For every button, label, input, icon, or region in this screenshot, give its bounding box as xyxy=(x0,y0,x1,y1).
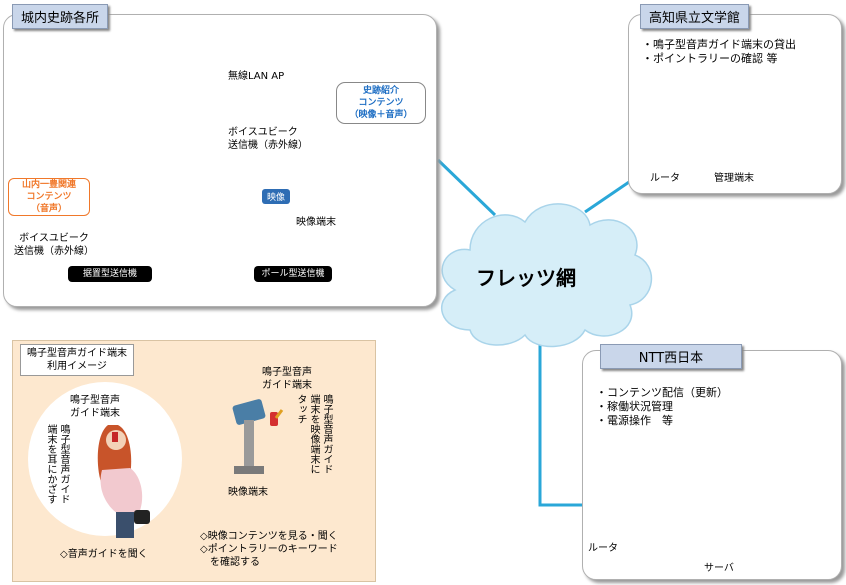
right-terminal-label: 映像端末 xyxy=(228,486,268,499)
right-vertical-text: 鳴子型音声ガイド 端末を映像端末に タッチ xyxy=(294,394,333,484)
right-caption-line2: ◇ポイントラリーのキーワード xyxy=(200,543,338,556)
right-vertical-line2: 端末を映像端末に xyxy=(308,394,319,474)
left-device-line1: 鳴子型音声 xyxy=(70,394,120,407)
right-device-line1: 鳴子型音声 xyxy=(262,366,312,379)
left-vertical-line2: 端末を耳にかざす xyxy=(45,424,56,504)
right-device-label: 鳴子型音声 ガイド端末 xyxy=(262,366,312,392)
left-caption: ◇音声ガイドを聞く xyxy=(60,548,148,561)
right-device-line2: ガイド端末 xyxy=(262,379,312,392)
woman-listening-icon xyxy=(98,425,150,538)
right-vertical-line3: タッチ xyxy=(295,394,306,424)
left-device-line2: ガイド端末 xyxy=(70,407,120,420)
right-caption-line3: を確認する xyxy=(200,556,338,569)
left-vertical-text: 鳴子型音声ガイド 端末を耳にかざす xyxy=(44,424,70,504)
left-vertical-line1: 鳴子型音声ガイド xyxy=(58,424,69,504)
left-device-label: 鳴子型音声 ガイド端末 xyxy=(70,394,120,420)
right-caption: ◇映像コンテンツを見る・聞く ◇ポイントラリーのキーワード を確認する xyxy=(200,530,338,569)
right-caption-line1: ◇映像コンテンツを見る・聞く xyxy=(200,530,338,543)
right-vertical-line1: 鳴子型音声ガイド xyxy=(321,394,332,474)
